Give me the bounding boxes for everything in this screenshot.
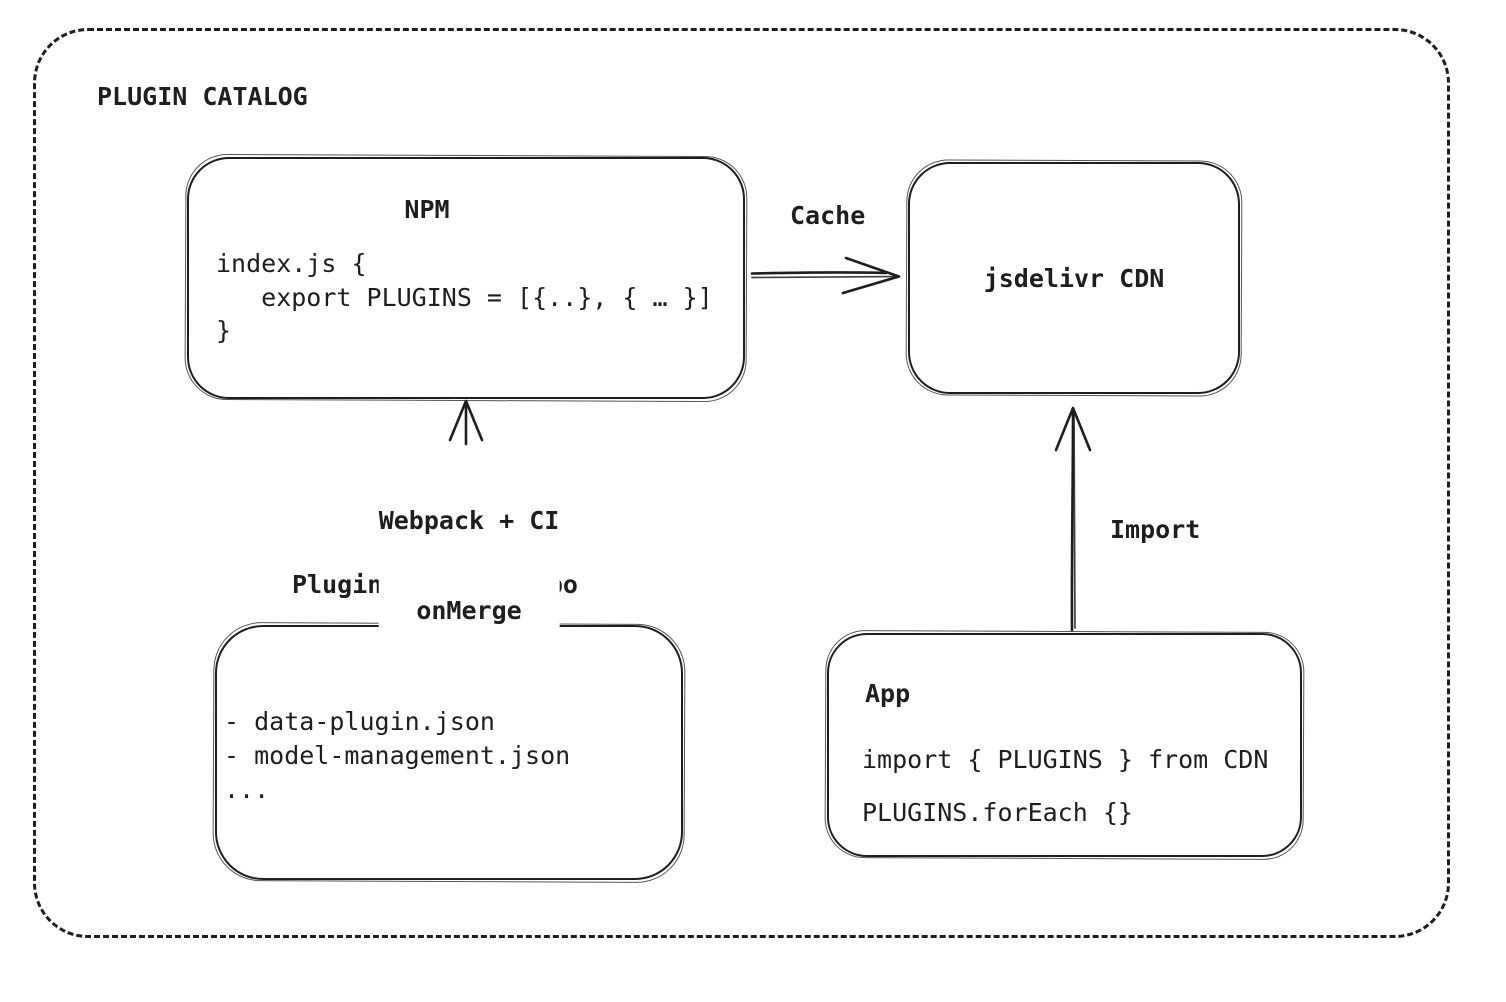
- npm-code-block: index.js { export PLUGINS = [{..}, { … }…: [216, 247, 713, 348]
- repo-file-list: - data-plugin.json - model-management.js…: [224, 705, 570, 807]
- build-arrow-label: Webpack + CI onMerge: [378, 446, 560, 686]
- repo-file-item: - model-management.json: [224, 741, 571, 770]
- import-arrow-label: Import: [1110, 515, 1201, 544]
- cdn-node: jsdelivr CDN: [908, 162, 1240, 394]
- app-node: App import { PLUGINS } from CDN PLUGINS.…: [827, 633, 1302, 857]
- npm-code-line: }: [216, 316, 232, 345]
- diagram-title: PLUGIN CATALOG: [97, 82, 308, 111]
- catalog-boundary-border: [33, 28, 1450, 938]
- repo-file-item: ...: [224, 775, 270, 804]
- npm-node: NPM index.js { export PLUGINS = [{..}, {…: [187, 157, 745, 399]
- npm-node-title: NPM: [404, 195, 450, 224]
- npm-code-line: index.js {: [216, 249, 367, 278]
- npm-code-line: export PLUGINS = [{..}, { … }]: [216, 282, 713, 312]
- app-node-title: App: [865, 679, 911, 708]
- build-arrow-label-line2: onMerge: [416, 596, 522, 625]
- cdn-node-label: jsdelivr CDN: [983, 263, 1165, 293]
- app-code-line: import { PLUGINS } from CDN: [862, 745, 1269, 774]
- cache-arrow-label: Cache: [790, 201, 866, 230]
- repo-file-item: - data-plugin.json: [224, 707, 495, 736]
- build-arrow-label-line1: Webpack + CI: [378, 506, 560, 535]
- app-code-line: PLUGINS.forEach {}: [862, 798, 1133, 827]
